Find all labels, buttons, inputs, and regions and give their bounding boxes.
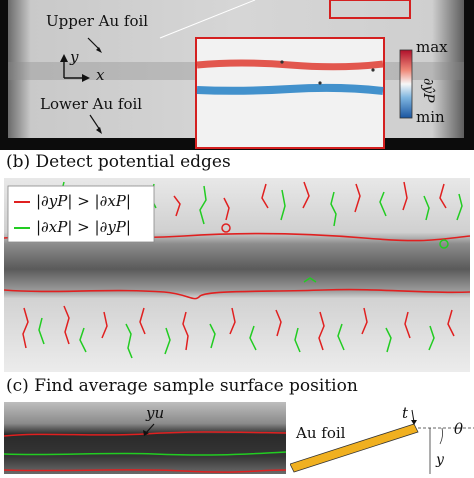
theta-label: θ bbox=[454, 420, 464, 438]
lower-foil-label: Lower Au foil bbox=[40, 95, 143, 113]
zoom-region-marker bbox=[329, 0, 411, 19]
legend-entry-1: |∂yP| > |∂xP| bbox=[36, 192, 131, 210]
colorbar-min-label: min bbox=[416, 108, 445, 126]
axis-x-label: x bbox=[96, 66, 105, 84]
panel-a-image bbox=[0, 0, 474, 150]
au-foil-label: Au foil bbox=[296, 424, 346, 442]
panel-c-diagram: Au foil t θ y bbox=[289, 402, 474, 474]
panel-b: |∂yP| > |∂xP| |∂xP| > |∂yP| bbox=[3, 178, 471, 372]
t-label: t bbox=[402, 404, 409, 422]
yu-label: yu bbox=[146, 404, 165, 422]
colorbar bbox=[399, 49, 413, 119]
colorbar-max-label: max bbox=[416, 38, 448, 56]
legend-box bbox=[7, 185, 155, 243]
y-label: y bbox=[436, 452, 444, 468]
panel-c-image: yu bbox=[3, 402, 287, 474]
panel-c-header: (c) Find average sample surface position bbox=[6, 376, 358, 396]
colorbar-title: ∂ŷP bbox=[420, 78, 436, 103]
upper-foil-label: Upper Au foil bbox=[46, 12, 149, 30]
axis-y-label: y bbox=[70, 48, 79, 66]
legend-entry-2: |∂xP| > |∂yP| bbox=[36, 218, 131, 236]
panel-a: Upper Au foil Lower Au foil y x max min … bbox=[0, 0, 474, 150]
panel-b-image bbox=[3, 178, 471, 372]
panel-b-header: (b) Detect potential edges bbox=[6, 152, 231, 172]
au-foil-shape bbox=[289, 423, 419, 473]
